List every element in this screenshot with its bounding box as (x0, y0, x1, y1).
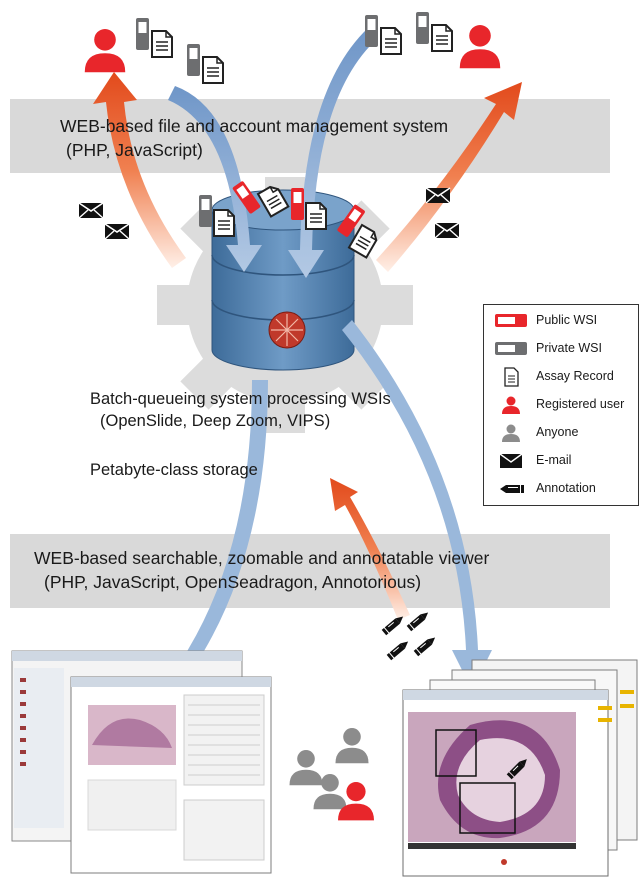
pen-icon (413, 634, 438, 657)
bottom-band-title: WEB-based searchable, zoomable and annot… (34, 548, 490, 568)
legend-item-anyone: Anyone (484, 421, 638, 445)
legend-item-assay-record: Assay Record (484, 365, 638, 389)
envelope-icon (499, 453, 523, 468)
document-icon (380, 27, 402, 55)
top-band-subtitle: (PHP, JavaScript) (66, 140, 203, 160)
bottom-band-subtitle: (PHP, JavaScript, OpenSeadragon, Annotor… (44, 572, 422, 592)
public-wsi-icon (495, 314, 527, 327)
public-wsi-icon (291, 188, 304, 220)
viewer-arrow-right (342, 320, 492, 690)
document-icon (151, 30, 173, 58)
private-wsi-icon (199, 195, 212, 227)
legend-item-private-wsi: Private WSI (484, 337, 638, 361)
anyone-icon (289, 750, 323, 786)
pen-icon (500, 485, 524, 493)
bottom-band (10, 534, 610, 608)
legend-item-registered-user: Registered user (484, 393, 638, 417)
envelope-icon (104, 223, 130, 240)
viewer-screenshot-right (402, 659, 638, 877)
legend-item-public-wsi: Public WSI (484, 309, 638, 333)
envelope-icon (425, 187, 451, 204)
private-wsi-icon (365, 15, 378, 47)
notification-arrows (93, 72, 522, 272)
annotation-arrow (330, 478, 410, 620)
users-group (289, 728, 374, 821)
private-wsi-icon (416, 12, 429, 44)
anyone-icon (502, 424, 520, 442)
legend-item-email: E-mail (484, 449, 638, 473)
viewer-screenshot-left (11, 650, 272, 874)
storage-label: Petabyte-class storage (90, 461, 258, 479)
legend-item-annotation: Annotation (484, 477, 638, 501)
document-icon (213, 209, 235, 237)
pen-icon (386, 638, 411, 661)
envelope-icon (434, 222, 460, 239)
anyone-icon (335, 728, 369, 764)
pen-icon (406, 609, 431, 632)
document-icon (202, 56, 224, 84)
document-icon (305, 202, 327, 230)
private-wsi-icon (495, 342, 527, 355)
processing-title: Batch-queueing system processing WSIs (90, 390, 391, 408)
registered-user-icon (84, 29, 126, 73)
private-wsi-icon (187, 44, 200, 76)
document-icon (431, 24, 453, 52)
processing-subtitle: (OpenSlide, Deep Zoom, VIPS) (100, 412, 331, 430)
registered-user-icon (502, 396, 520, 414)
private-wsi-icon (136, 18, 149, 50)
pen-icon (381, 613, 406, 636)
document-icon (504, 367, 519, 387)
legend: Public WSI Private WSI Assay Record Regi… (483, 304, 639, 506)
registered-user-icon (459, 25, 501, 69)
top-band-title: WEB-based file and account management sy… (60, 116, 449, 136)
envelope-icon (78, 202, 104, 219)
